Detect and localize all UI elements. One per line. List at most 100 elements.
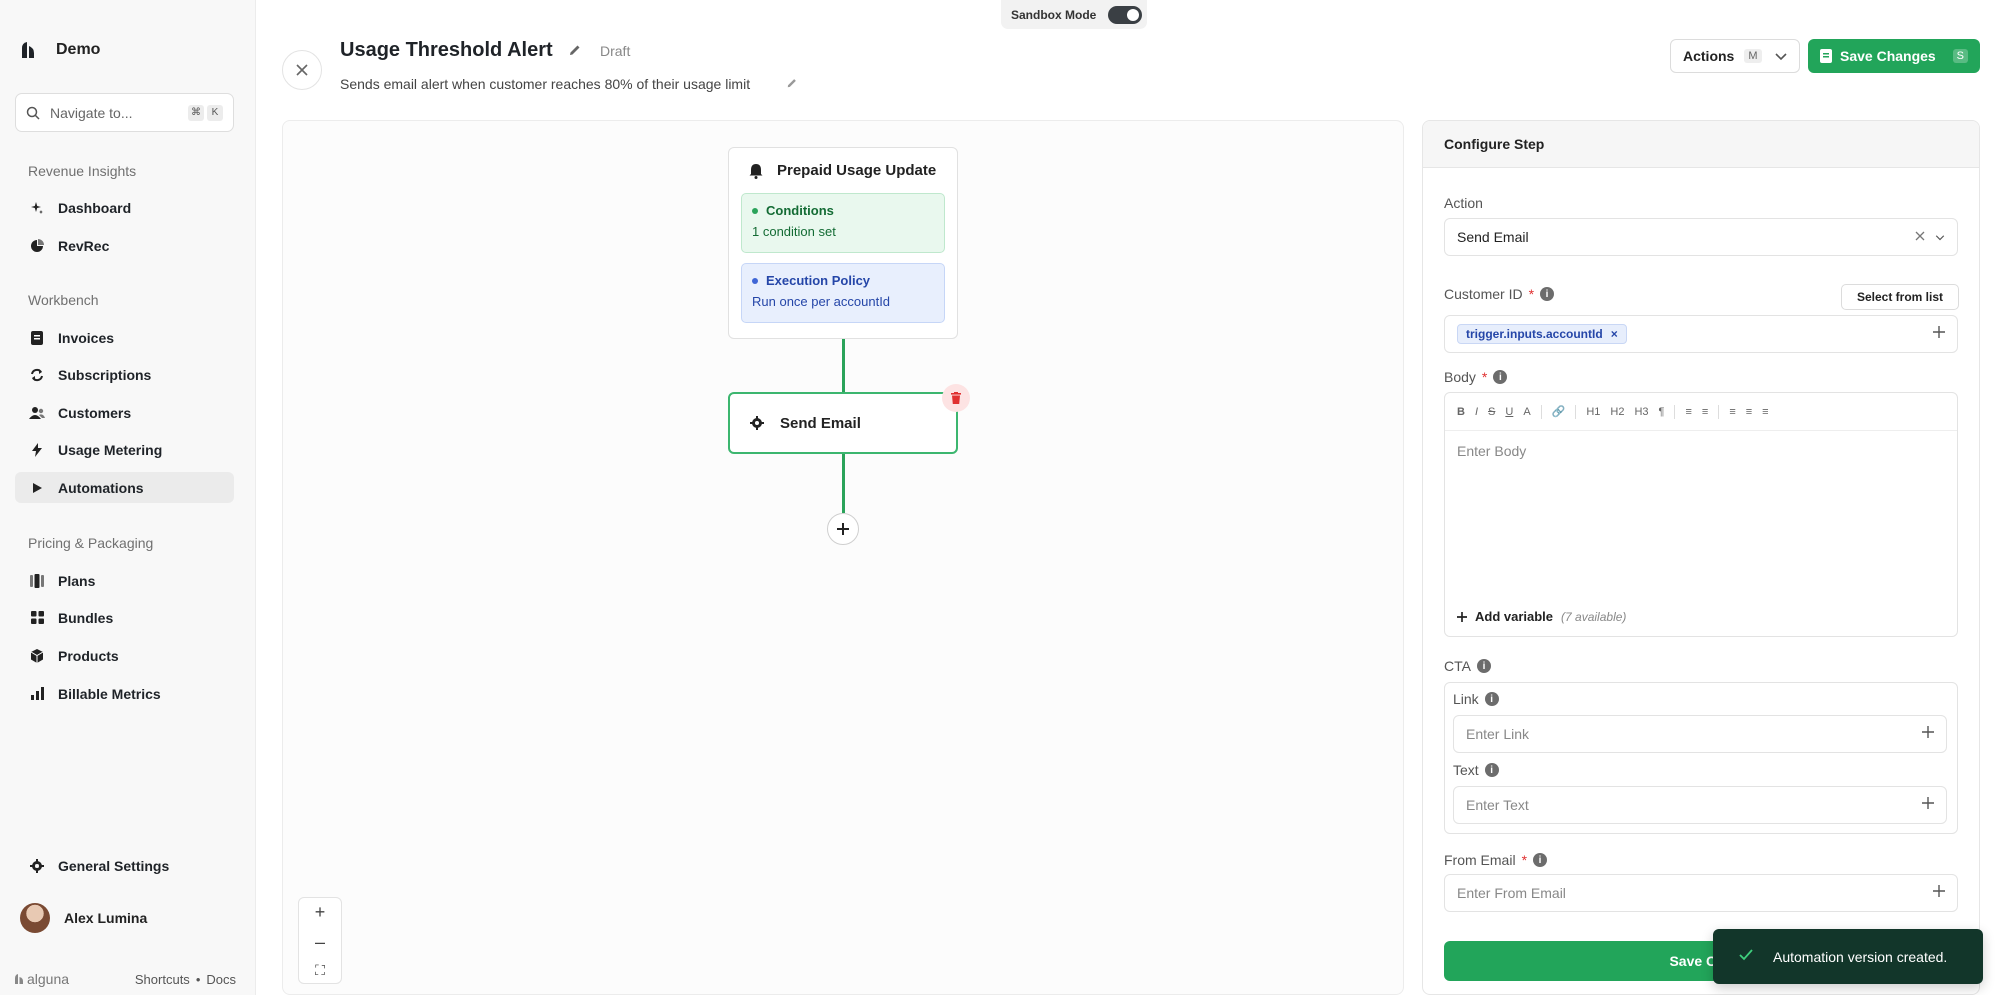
sidebar-item-automations[interactable]: Automations xyxy=(15,472,234,503)
plus-icon[interactable] xyxy=(1922,796,1934,814)
variable-count: (7 available) xyxy=(1561,609,1627,624)
add-step-button[interactable] xyxy=(827,513,859,545)
info-icon[interactable]: i xyxy=(1484,692,1499,706)
status-dot xyxy=(752,277,758,284)
info-icon[interactable]: i xyxy=(1533,853,1548,867)
paragraph-button[interactable]: ¶ xyxy=(1658,405,1665,418)
zoom-out-button[interactable]: – xyxy=(314,931,325,952)
trash-icon xyxy=(951,392,961,404)
bullet-list-button[interactable]: ≡ xyxy=(1685,405,1692,418)
sidebar-item-bundles[interactable]: Bundles xyxy=(15,602,234,633)
clear-format-button[interactable]: A xyxy=(1523,405,1531,418)
sidebar-item-label: Subscriptions xyxy=(58,366,152,383)
sidebar-item-customers[interactable]: Customers xyxy=(15,397,234,428)
info-icon[interactable]: i xyxy=(1493,370,1508,384)
info-icon[interactable]: i xyxy=(1540,287,1555,301)
plus-icon[interactable] xyxy=(1933,325,1945,343)
docs-link[interactable]: Docs xyxy=(206,971,236,987)
plus-icon[interactable] xyxy=(1933,884,1945,902)
sidebar-item-general-settings[interactable]: General Settings xyxy=(15,850,234,881)
underline-button[interactable]: U xyxy=(1505,405,1514,418)
execution-policy-pill[interactable]: Execution Policy Run once per accountId xyxy=(741,263,945,323)
save-icon xyxy=(1820,49,1832,63)
editor-toolbar: B I S U A 🔗 H1 H2 H3 ¶ ≡ ≡ ≡ ≡ ≡ xyxy=(1445,393,1957,431)
text-field[interactable]: Enter Text xyxy=(1453,786,1947,824)
variable-tag[interactable]: trigger.inputs.accountId × xyxy=(1457,324,1627,344)
fit-view-button[interactable]: ⛶ xyxy=(315,961,325,978)
trigger-node[interactable]: Prepaid Usage Update Conditions 1 condit… xyxy=(728,147,958,339)
bold-button[interactable]: B xyxy=(1457,405,1465,418)
send-email-node[interactable]: Send Email xyxy=(728,392,958,454)
conditions-detail: 1 condition set xyxy=(752,224,836,239)
link-field[interactable]: Enter Link xyxy=(1453,715,1947,753)
select-from-list-button[interactable]: Select from list xyxy=(1841,284,1959,310)
sidebar-item-label: RevRec xyxy=(58,237,110,254)
sidebar-item-label: Plans xyxy=(58,572,96,589)
h3-button[interactable]: H3 xyxy=(1634,405,1649,418)
actions-dropdown[interactable]: Actions M xyxy=(1670,39,1800,73)
sidebar: Demo Navigate to... ⌘ K Revenue Insights… xyxy=(0,0,256,995)
sidebar-item-invoices[interactable]: Invoices xyxy=(15,322,234,353)
user-menu[interactable]: Alex Lumina xyxy=(20,903,147,933)
link-placeholder: Enter Link xyxy=(1466,726,1530,742)
action-select[interactable]: Send Email xyxy=(1444,218,1958,256)
alguna-logo: alguna xyxy=(14,971,69,987)
ordered-list-button[interactable]: ≡ xyxy=(1701,405,1709,418)
toolbar-divider xyxy=(1674,404,1676,419)
body-placeholder: Enter Body xyxy=(1457,443,1527,459)
search-label: Navigate to... xyxy=(50,104,133,121)
workspace-switcher[interactable]: Demo xyxy=(20,40,100,60)
save-changes-label: Save Changes xyxy=(1840,48,1936,64)
actions-shortcut: M xyxy=(1744,49,1762,63)
text-label: Text i xyxy=(1453,762,1499,778)
align-right-button[interactable]: ≡ xyxy=(1762,405,1769,418)
shortcut-key-k: K xyxy=(207,104,223,121)
customer-id-field[interactable]: trigger.inputs.accountId × xyxy=(1444,315,1958,353)
align-center-button[interactable]: ≡ xyxy=(1745,405,1753,418)
sidebar-item-revrec[interactable]: RevRec xyxy=(15,230,234,261)
navigate-search[interactable]: Navigate to... ⌘ K xyxy=(15,93,234,132)
sidebar-item-usage-metering[interactable]: Usage Metering xyxy=(15,434,234,465)
zoom-controls: + – ⛶ xyxy=(298,897,342,984)
action-label: Action xyxy=(1444,195,1483,211)
panel-title: Configure Step xyxy=(1423,121,1979,168)
brand-logo-icon xyxy=(22,42,34,58)
check-icon xyxy=(1739,948,1753,966)
sidebar-item-products[interactable]: Products xyxy=(15,640,234,671)
delete-step-button[interactable] xyxy=(942,384,970,412)
italic-button[interactable]: I xyxy=(1474,405,1479,418)
sidebar-item-label: Billable Metrics xyxy=(58,685,161,702)
shortcuts-link[interactable]: Shortcuts xyxy=(134,971,190,987)
conditions-pill[interactable]: Conditions 1 condition set xyxy=(741,193,945,253)
from-email-field[interactable]: Enter From Email xyxy=(1444,874,1958,912)
save-changes-button[interactable]: Save Changes S xyxy=(1808,39,1980,73)
plus-icon[interactable] xyxy=(1922,725,1934,743)
sidebar-item-dashboard[interactable]: Dashboard xyxy=(15,192,234,223)
remove-tag-icon[interactable]: × xyxy=(1610,327,1618,341)
sandbox-toggle[interactable] xyxy=(1108,5,1143,24)
clear-icon[interactable] xyxy=(1915,228,1925,246)
action-value: Send Email xyxy=(1457,229,1529,245)
align-left-button[interactable]: ≡ xyxy=(1729,405,1736,418)
sidebar-item-subscriptions[interactable]: Subscriptions xyxy=(15,359,234,390)
toast-message: Automation version created. xyxy=(1773,948,1948,965)
add-variable-button[interactable]: Add variable (7 available) xyxy=(1457,609,1626,624)
toolbar-divider xyxy=(1575,404,1577,419)
close-button[interactable] xyxy=(282,50,322,90)
edit-title-icon[interactable] xyxy=(568,43,582,62)
body-editor[interactable]: B I S U A 🔗 H1 H2 H3 ¶ ≡ ≡ ≡ ≡ ≡ Enter B… xyxy=(1444,392,1958,637)
zoom-in-button[interactable]: + xyxy=(314,902,326,923)
h2-button[interactable]: H2 xyxy=(1610,405,1625,418)
edit-subtitle-icon[interactable] xyxy=(786,76,798,94)
connector-line xyxy=(842,339,845,392)
info-icon[interactable]: i xyxy=(1484,763,1499,777)
h1-button[interactable]: H1 xyxy=(1586,405,1601,418)
workflow-canvas[interactable]: Prepaid Usage Update Conditions 1 condit… xyxy=(282,120,1404,995)
strike-button[interactable]: S xyxy=(1488,405,1496,418)
link-button[interactable]: 🔗 xyxy=(1551,406,1566,418)
sidebar-item-billable-metrics[interactable]: Billable Metrics xyxy=(15,678,234,709)
actions-label: Actions xyxy=(1683,48,1735,64)
info-icon[interactable]: i xyxy=(1476,659,1491,673)
sidebar-item-plans[interactable]: Plans xyxy=(15,565,234,596)
conditions-title: Conditions xyxy=(766,203,834,218)
